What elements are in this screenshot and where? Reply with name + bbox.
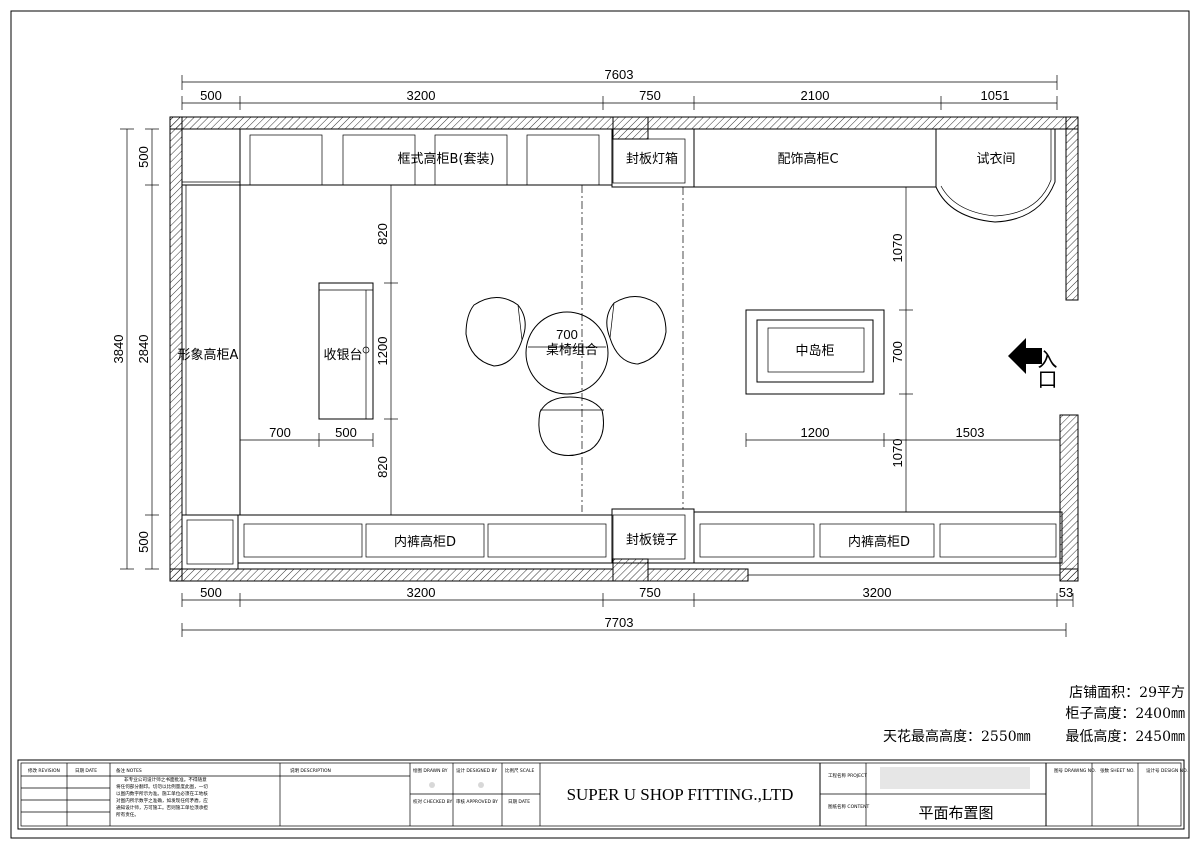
- dim-left-top: 500: [136, 146, 151, 168]
- notes-line: 所有责任。: [116, 811, 139, 818]
- dim-v700: 700: [890, 341, 905, 363]
- label-cabinet-d-left: 内裤高柜D: [394, 534, 456, 550]
- tb-revision: 修改 REVISION: [28, 767, 60, 774]
- tb-date2: 日期 DATE: [508, 799, 530, 805]
- dim-h1200: 1200: [801, 425, 830, 440]
- dim-bottom-seg: 750: [639, 585, 661, 600]
- tb-notes-body: 非专业公司设计师之书面批准。不得随意 将任何部分翻印。切勿以比例量度此图，一切 …: [116, 776, 208, 818]
- fitting-room: [935, 128, 1056, 223]
- dim-v820-bottom: 820: [375, 456, 390, 478]
- title-block: 修改 REVISION 日期 DATE 备注 NOTES 非专业公司设计师之书面…: [17, 759, 1188, 830]
- dim-top-seg: 2100: [801, 88, 830, 103]
- label-island: 中岛柜: [795, 343, 834, 359]
- tb-sheet-no: 张数 SHEET NO.: [1100, 767, 1135, 774]
- label-lightbox: 封板灯箱: [626, 151, 678, 167]
- dim-v1070-top: 1070: [890, 234, 905, 263]
- tb-notes: 备注 NOTES: [116, 767, 142, 774]
- dim-left-inner: 2840: [136, 335, 151, 364]
- dim-top-seg: 750: [639, 88, 661, 103]
- dimension-lines: [120, 75, 1074, 637]
- dim-bottom-seg: 500: [200, 585, 222, 600]
- dim-top-seg: 1051: [981, 88, 1010, 103]
- dim-h700: 700: [269, 425, 291, 440]
- dim-top-overall: 7603: [605, 67, 634, 82]
- cashier-counter: [318, 282, 374, 420]
- dim-left-outer: 3840: [111, 335, 126, 364]
- dim-h500: 500: [335, 425, 357, 440]
- redacted-project-name: [880, 767, 1030, 789]
- dim-table-700: 700: [556, 327, 578, 342]
- dim-top-seg: 3200: [407, 88, 436, 103]
- dim-bottom-seg: 3200: [407, 585, 436, 600]
- label-cabinet-c: 配饰高柜C: [777, 151, 838, 167]
- tb-content: 图纸名称 CONTENT: [828, 803, 869, 810]
- island-cabinet: [745, 309, 885, 395]
- tb-design-no: 设计号 DESIGN NO.: [1146, 767, 1188, 774]
- spec-ceiling-max: 天花最高高度：2550㎜: [883, 728, 1031, 745]
- specs: 店铺面积：29平方 柜子高度：2400㎜ 天花最高高度：2550㎜ 最低高度：2…: [883, 685, 1185, 745]
- dim-v1070-bottom: 1070: [890, 439, 905, 468]
- dim-bottom-seg: 53: [1059, 585, 1073, 600]
- dim-bottom-seg: 3200: [863, 585, 892, 600]
- dim-v1200: 1200: [375, 337, 390, 366]
- label-cabinet-d-right: 内裤高柜D: [848, 534, 910, 550]
- notes-line: 以图内数字所示为准。施工单位必须在工地核: [116, 790, 208, 797]
- table-set: [465, 296, 667, 456]
- tb-company: SUPER U SHOP FITTING.,LTD: [567, 785, 794, 804]
- label-cabinet-b: 框式高柜B(套装): [397, 151, 494, 167]
- dim-v820-top: 820: [375, 223, 390, 245]
- tb-project: 工程名称 PROJECT: [828, 772, 867, 779]
- cabinet-d-right: [693, 511, 1063, 564]
- spec-ceiling-min: 最低高度：2450㎜: [1065, 728, 1185, 745]
- tb-approved-by: 审核 APPROVED BY: [456, 798, 498, 805]
- tb-date: 日期 DATE: [75, 768, 97, 774]
- notes-line: 对图内所示数字之准确，如发现任何矛盾，应: [116, 797, 208, 804]
- tb-description: 说明 DESCRIPTION: [290, 767, 331, 774]
- cabinet-a: [181, 185, 241, 570]
- redacted-mark: [478, 782, 484, 788]
- dim-h1503: 1503: [956, 425, 985, 440]
- tb-designed-by: 设计 DESIGNED BY: [456, 767, 497, 774]
- dim-top-seg: 500: [200, 88, 222, 103]
- notes-line: 将任何部分翻印。切勿以比例量度此图，一切: [116, 783, 208, 790]
- dim-bottom-overall: 7703: [605, 615, 634, 630]
- label-fitting-room: 试衣间: [976, 151, 1015, 167]
- notes-line: 非专业公司设计师之书面批准。不得随意: [124, 776, 207, 783]
- tb-checked-by: 校对 CHECKED BY: [413, 798, 452, 805]
- tb-scale: 比例尺 SCALE: [505, 767, 535, 774]
- label-cabinet-a: 形象高柜A: [178, 347, 239, 363]
- dimension-labels: 7603 500 3200 750 2100 1051 500 3200 750…: [111, 67, 1073, 630]
- label-table-set: 桌椅组合: [546, 343, 598, 358]
- spec-cabinet-height: 柜子高度：2400㎜: [1065, 705, 1185, 722]
- tb-drawn-by: 绘图 DRAWN BY: [413, 767, 448, 774]
- tb-drawing-title: 平面布置图: [918, 804, 993, 822]
- room-labels: 框式高柜B(套装) 封板灯箱 配饰高柜C 试衣间 形象高柜A 收银台 桌椅组合 …: [178, 151, 1058, 550]
- walls: [169, 116, 1079, 582]
- label-mirror: 封板镜子: [626, 533, 678, 548]
- label-cashier: 收银台: [323, 348, 362, 363]
- drawing-border: [10, 10, 1190, 839]
- entrance-arrow-icon: [1008, 338, 1042, 374]
- dim-left-bottom: 500: [136, 531, 151, 553]
- redacted-mark: [429, 782, 435, 788]
- tb-drawing-no: 图号 DRAWING NO.: [1054, 768, 1096, 774]
- spec-area: 店铺面积：29平方: [1069, 685, 1185, 701]
- notes-line: 通知设计师，方可施工。否则施工单位须承担: [116, 804, 208, 811]
- label-entrance: 入口: [1034, 349, 1058, 389]
